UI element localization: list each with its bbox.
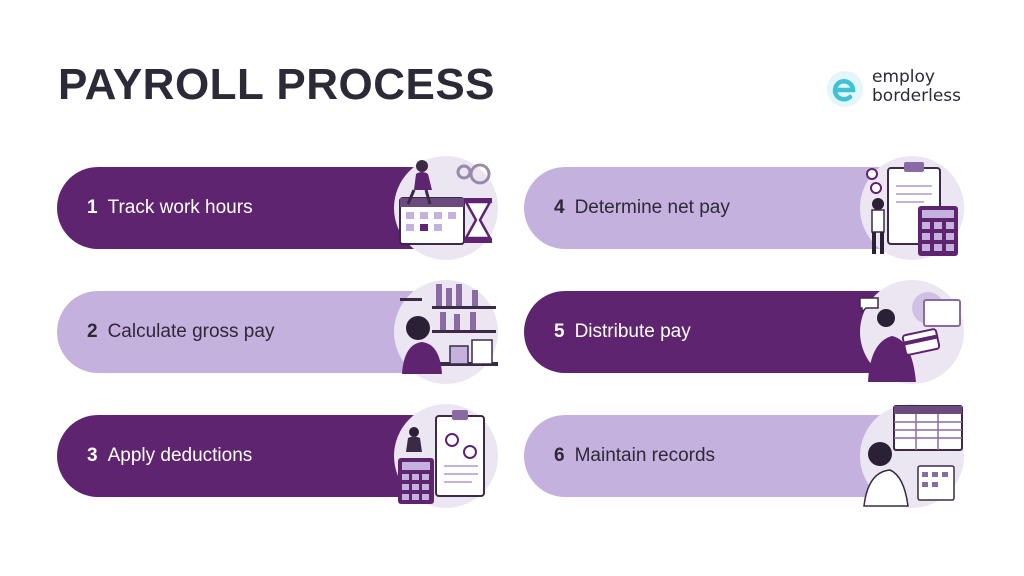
step-label: Calculate gross pay [107, 321, 275, 342]
step-label: Apply deductions [107, 445, 253, 466]
step-number: 6 [554, 445, 565, 466]
step-5-pill: 5 Distribute pay [524, 291, 919, 373]
step-label: Determine net pay [574, 197, 730, 218]
step-6-pill: 6 Maintain records [524, 415, 919, 497]
step-number: 2 [87, 321, 98, 342]
step-label: Maintain records [574, 445, 716, 466]
step-1-pill: 1 Track work hours [57, 167, 452, 249]
brand-logo: employ borderless [826, 68, 976, 108]
calendar-hourglass-icon [392, 154, 500, 262]
desk-worker-icon [392, 278, 500, 386]
brand-name: employ borderless [872, 68, 961, 106]
brand-line-1: employ [872, 67, 935, 87]
page-title: PAYROLL PROCESS [58, 60, 496, 109]
clipboard-calculator-icon [858, 154, 966, 262]
step-number: 3 [87, 445, 98, 466]
calculator-clipboard-icon [392, 402, 500, 510]
brand-line-2: borderless [872, 86, 962, 106]
step-4-pill: 4 Determine net pay [524, 167, 919, 249]
step-number: 5 [554, 321, 565, 342]
records-spreadsheet-icon [858, 402, 966, 510]
step-label: Track work hours [107, 197, 253, 218]
step-number: 4 [554, 197, 565, 218]
step-3-pill: 3 Apply deductions [57, 415, 452, 497]
step-label: Distribute pay [574, 321, 691, 342]
employ-borderless-logo-icon [827, 71, 863, 107]
step-2-pill: 2 Calculate gross pay [57, 291, 452, 373]
step-number: 1 [87, 197, 98, 218]
card-payment-icon [858, 278, 966, 386]
